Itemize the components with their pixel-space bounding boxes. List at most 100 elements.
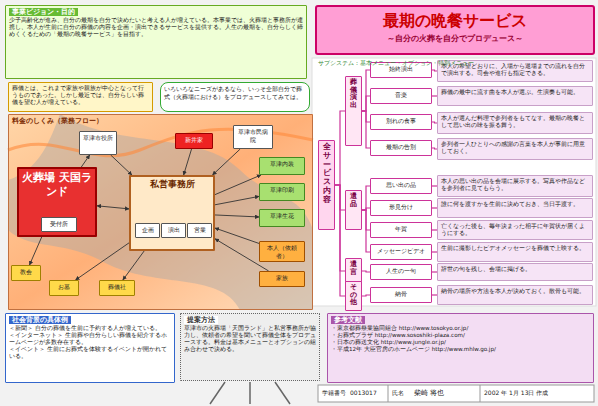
desc-box: 亡くなった後も、毎年決まった相手に年賀状が届くようにする。 [437,220,593,240]
box-text: 本人の思い出の品を会場に展示する。写真や作品などを参列者に見てもらう。 [441,178,589,192]
box-text: 誰に何を渡すかを生前に決めておき、当日手渡す。 [441,201,589,208]
box-text: 草津印刷 [263,186,301,194]
tree-connector [362,271,370,272]
footer-divider [480,385,481,402]
desc-box: 生前に撮影したビデオメッセージを葬儀で上映する。 [437,242,593,262]
box-text: 草津市民病院 [237,128,269,143]
region-box: 料金のしくみ（業務フロー）草津市役所新井家草津市民病院火葬場 天国ランド受付所私… [8,114,313,310]
box-text: 始終演出 [374,65,428,73]
box-text: 新井家 [179,136,209,144]
box-text: 本人（依頼者） [263,244,301,259]
orange-box: 家族 [259,271,305,287]
box-text: 参列者一人ひとりへの感謝の言葉を本人が事前に用意しておく。 [441,141,589,155]
box-text: 葬儀社 [103,283,131,291]
box-text: 料金のしくみ（業務フロー） [12,117,309,125]
box-text: 形見分け [374,203,428,211]
bubble-box: いろいろなニーズがあるなら、いっそ全部自分で葬式（火葬場における）をプロデュース… [160,82,310,112]
item-box: 最期の告別 [370,140,432,156]
box-text: 辞世の句を残し、会場に掲げる。 [441,266,589,273]
footer-label: 2002 年 1月 13日 作成 [484,389,592,398]
box-text: 本人が選んだ料理で参列者をもてなす。最期の晩餐として思い出の味を振る舞う。 [441,115,589,129]
title-text: 最期の晩餐サービス [320,11,590,31]
flow-arrow [215,175,261,195]
plain-box: 演出 [161,223,186,238]
box-text: お墓 [53,283,75,291]
desc-box: 誰に何を渡すかを生前に決めておき、当日手渡す。 [437,198,593,218]
footer-label: 柴崎 将也 [414,389,478,398]
box-text: 全サービス内容 [323,143,331,205]
title-box: 最期の晩餐サービス [315,5,595,55]
tree-connector [362,111,370,148]
box-text: 家族 [263,274,301,282]
flow-arrow [215,228,259,243]
subtitle-label: ～自分の火葬を自分でプロデュース～ [318,33,592,44]
service-panel [312,58,596,306]
flow-arrow [184,149,192,175]
tree-connector [362,186,370,210]
plain-box: 企画 [135,223,160,238]
flow-arrow [97,206,129,209]
box-box: 草津市民病院 [233,125,273,149]
item-box: 形見分け [370,200,432,216]
box-text: ・日本の葬送文化 http://www.jungle.or.jp/ [331,339,590,346]
green-box: 草津内装 [259,157,305,175]
box-text: 営業 [191,226,208,234]
intro-box: 葬儀とは、これまで家族や親族が中心となって行うものであった。しかし最近では、自分… [8,82,153,112]
box-text: 納骨 [374,290,428,298]
road-shape [8,114,313,310]
plain-box: 受付所 [41,217,77,232]
box-text: 草津市役所 [83,134,113,142]
flow-arrow [213,149,241,175]
desc-box: 辞世の句を残し、会場に掲げる。 [437,263,593,281]
item-box: 年賀 [370,222,432,238]
screen-leg [249,382,251,404]
box-text: 年賀 [374,225,428,233]
screen-leg [275,382,290,404]
box-text: メッセージビデオ [374,247,428,255]
office-box: 私営事務所企画演出営業 [129,175,215,251]
box-heading: 参考文献 [331,316,365,324]
flow-arrow [81,155,89,167]
flow-arrow [215,215,259,217]
desc-box: 本人が選んだ料理で参列者をもてなす。最期の晩餐として思い出の味を振る舞う。 [437,112,593,134]
box-text: 納骨の場所や方法を本人が決めておく。散骨も可能。 [441,288,589,295]
box-text: 草津市の火葬場「天国ランド」と私営事務所が協力し、依頼者の希望を聞いて葬儀全体を… [184,325,316,353]
desc-box: 参列者一人ひとりへの感謝の言葉を本人が事前に用意しておく。 [437,138,593,160]
box-text: ＜イベント＞ 生前にお葬式を体験するイベントが開かれている。 [9,346,171,360]
footer-bar [318,385,594,402]
box-heading: 提案方法 [184,316,218,324]
screen-leg [210,382,225,404]
subtitle-label: サブシステム：基本メニュー・オプション・特別メニュー [318,60,568,67]
box-text: 人生の一句 [374,267,428,275]
flow-arrow [215,196,259,204]
footer-divider [388,385,389,402]
desc-box: 納骨の場所や方法を本人が決めておく。散骨も可能。 [437,285,593,305]
yellow-box: お墓 [49,280,79,296]
green-box: 草津生花 [259,209,305,227]
box-text: 企画 [139,226,156,234]
ref-box: 参考文献・東京都葬祭業協同組合 http://www.tosokyo.or.jp… [327,313,594,383]
tree-connector [362,210,370,252]
box-text: ・平成12年 大臣官房のホームページ http://www.mhlw.go.jp… [331,346,590,353]
box-text: 遺品 [350,193,357,208]
flow-arrow [123,251,144,280]
box-text: 最期の告別 [374,143,428,151]
flow-arrow [111,155,132,175]
yellow-box: 葬儀社 [99,280,135,296]
tree-connector [362,70,370,111]
box-text: 私営事務所 [134,179,210,190]
tree-connector [335,185,345,296]
box-heading: 事業ビジョン・目的 [9,8,78,16]
item-box: 思い出の品 [370,178,432,194]
item-box: 人生の一句 [370,264,432,280]
flow-ground [8,114,313,310]
tree-connector [362,96,370,111]
box-text: 別れの食事 [374,117,428,125]
box-text: 葬儀演出 [350,79,357,110]
box-text: 生前に撮影したビデオメッセージを葬儀で上映する。 [441,245,589,252]
footer-label: 0013017 [350,389,388,396]
item-box: メッセージビデオ [370,244,432,260]
box-text: 亡くなった後も、毎年決まった相手に年賀状が届くようにする。 [441,223,589,237]
